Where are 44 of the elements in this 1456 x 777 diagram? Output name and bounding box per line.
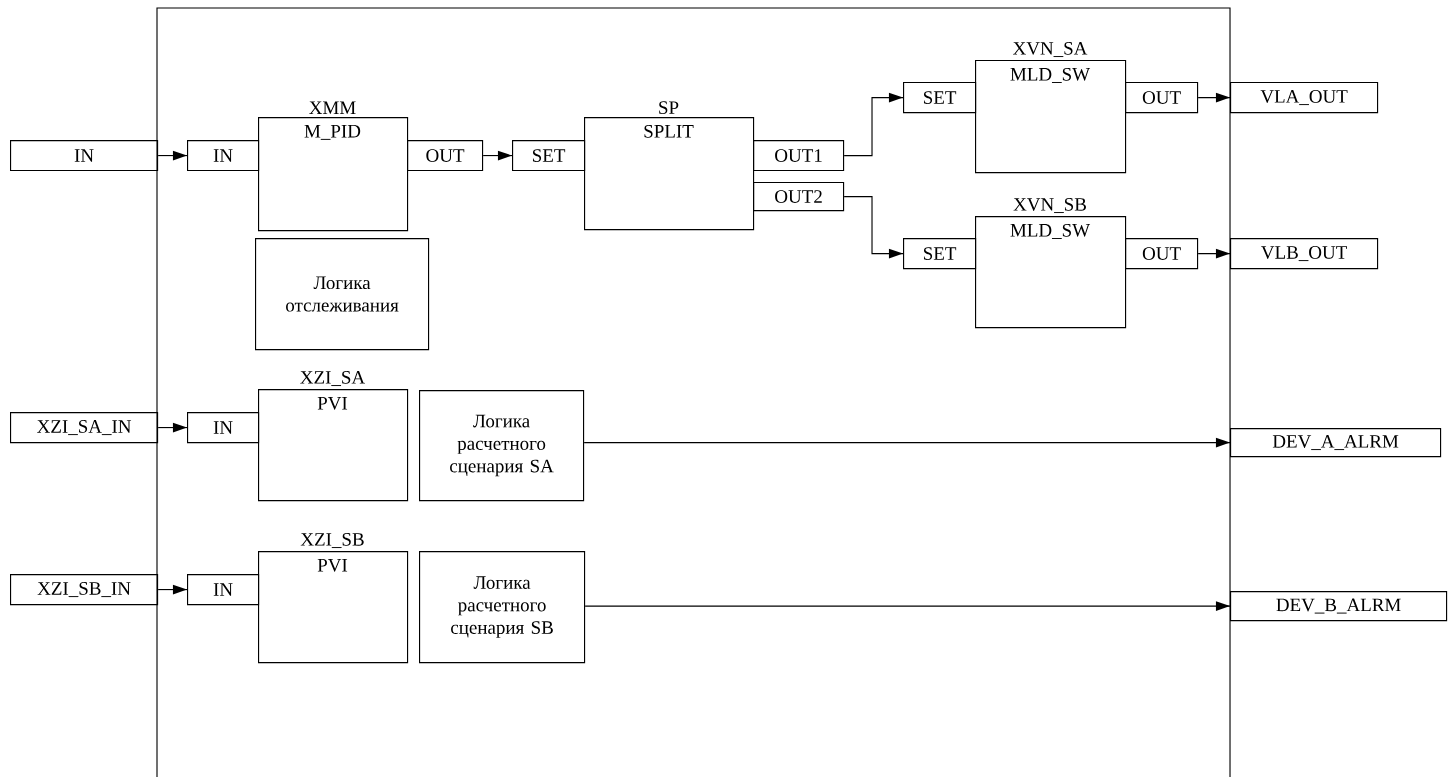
port-box: IN <box>10 140 159 172</box>
function-block-frame <box>156 7 1231 777</box>
node-label: XZI_SB <box>300 533 364 549</box>
port-box: DEV_B_ALRM <box>1230 591 1448 622</box>
arrow <box>1197 92 1231 103</box>
port-box: SET <box>512 140 586 172</box>
node-label: XZI_SA <box>300 371 366 387</box>
port-box: OUT <box>407 140 484 172</box>
arrow <box>157 584 188 595</box>
function-block: XVN_SA MLD_SW <box>975 42 1127 174</box>
port-box: IN <box>187 140 260 172</box>
port-box: OUT <box>1125 238 1199 270</box>
arrow <box>583 437 1231 448</box>
arrow <box>843 92 904 157</box>
node-label: SP <box>659 101 679 115</box>
port-box: XZI_SA_IN <box>10 412 159 444</box>
arrow <box>157 150 188 161</box>
arrow <box>584 601 1231 611</box>
port-box: IN <box>187 412 260 444</box>
function-block: XZI_SB PVI <box>258 533 409 664</box>
port-box: OUT2 <box>753 182 845 212</box>
node-label: XVN_SA <box>1013 42 1088 58</box>
port-box: DEV_A_ALRM <box>1230 428 1442 458</box>
logic-box: Логика расчетного сценария SA <box>419 390 585 502</box>
arrow <box>157 422 188 433</box>
function-block: SP SPLIT <box>584 101 755 231</box>
logic-box: Логика отслеживания <box>255 238 430 351</box>
arrow <box>482 150 513 161</box>
function-block: XZI_SA PVI <box>258 371 409 502</box>
port-box: IN <box>187 574 260 606</box>
logic-box: Логика расчетного сценария SB <box>419 551 586 664</box>
port-box: XZI_SB_IN <box>10 574 159 606</box>
node-label: XVN_SB <box>1013 198 1086 214</box>
port-box: VLA_OUT <box>1230 82 1379 114</box>
port-box: OUT1 <box>753 140 845 172</box>
arrow <box>843 196 904 259</box>
port-box: OUT <box>1125 82 1199 114</box>
port-box: VLB_OUT <box>1230 238 1379 270</box>
port-box: SET <box>903 82 977 114</box>
function-block: XVN_SB MLD_SW <box>975 198 1127 329</box>
arrow <box>1197 248 1231 259</box>
function-block: XMM M_PID <box>258 101 409 232</box>
node-label: XMM <box>309 101 356 115</box>
port-box: SET <box>903 238 977 270</box>
